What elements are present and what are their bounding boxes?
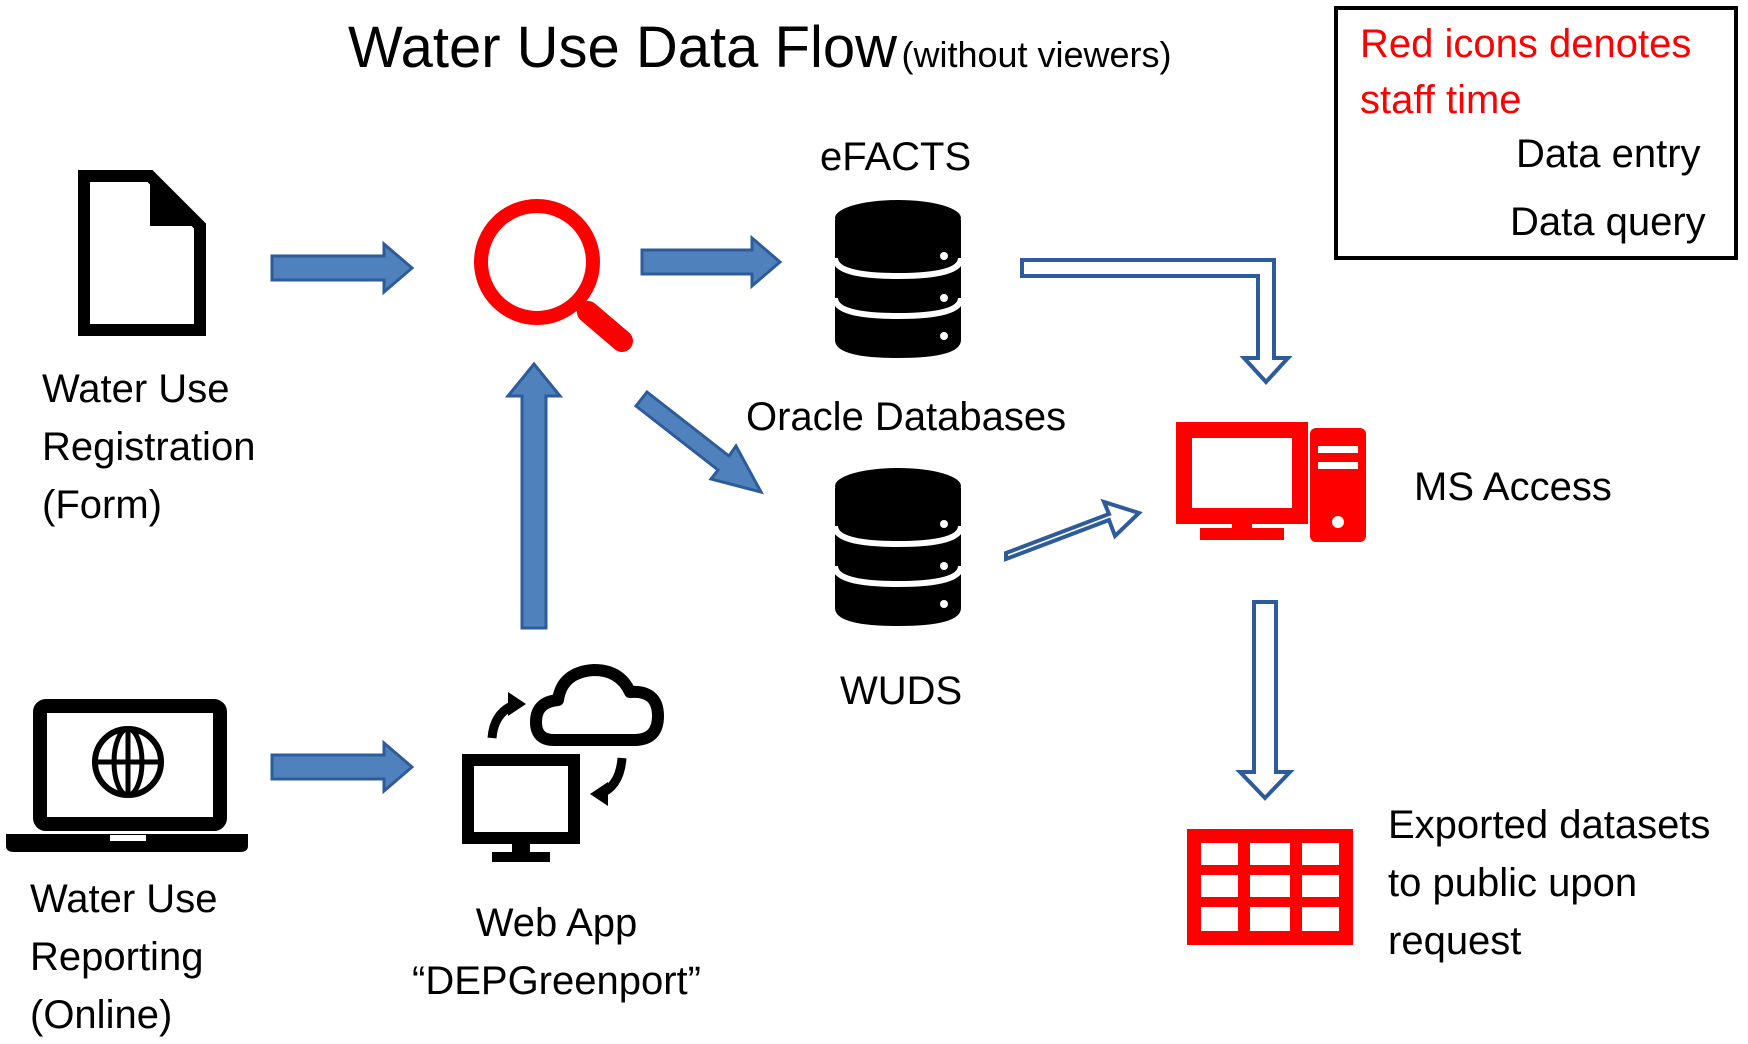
ms-access-label: MS Access [1414,465,1612,509]
document-icon [78,170,206,336]
legend-data-query-label: Data query [1510,200,1706,244]
query-arrow-efacts-to-msaccess [1020,258,1293,385]
query-arrow-wuds-to-msaccess [1004,498,1143,562]
efacts-database-icon [832,200,964,358]
reporting-label: Water Use Reporting (Online) [30,877,218,1037]
diagram-title: Water Use Data Flow (without viewers) [348,14,1172,81]
exported-table-icon [1187,829,1353,945]
entry-arrow-magnifier-to-efacts [640,234,783,290]
entry-arrow-magnifier-to-wuds [633,389,764,495]
query-arrow-msaccess-to-exported [1235,600,1295,801]
entry-arrow-form-to-magnifier [270,240,415,296]
legend-box: Red icons denotes staff time Data entry … [1334,6,1738,260]
title-sub: (without viewers) [901,34,1172,75]
oracle-databases-label: Oracle Databases [746,395,1067,439]
exported-datasets-label: Exported datasets to public upon request [1388,803,1711,963]
entry-arrow-webapp-to-magnifier [504,361,564,630]
wuds-database-icon [832,468,964,626]
web-app-cloud-sync-icon [462,664,664,862]
wuds-label: WUDS [840,669,963,713]
title-main: Water Use Data Flow [348,15,897,80]
efacts-label: eFACTS [820,135,972,179]
entry-arrow-laptop-to-webapp [270,739,415,795]
legend-data-entry-label: Data entry [1516,132,1701,176]
legend-note: Red icons denotes staff time [1360,22,1692,122]
web-app-label: Web App “DEPGreenport” [412,901,701,1003]
registration-label: Water Use Registration (Form) [42,367,256,527]
magnifier-icon [474,199,633,352]
laptop-globe-icon [6,699,248,852]
desktop-computer-icon [1176,422,1366,542]
